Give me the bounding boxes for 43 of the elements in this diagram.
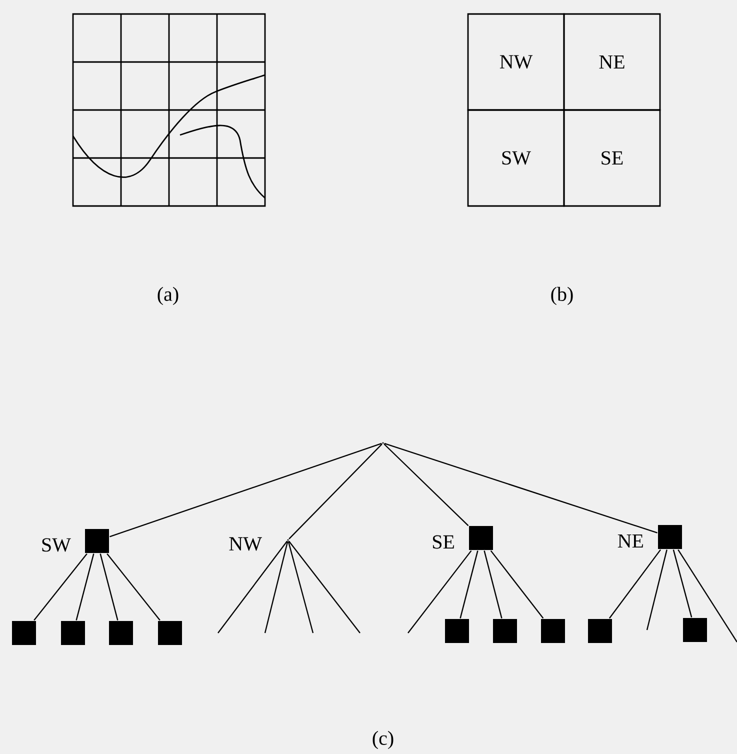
node-label: NE	[618, 534, 643, 548]
quadrant-box: SW	[467, 109, 565, 207]
tree-branch	[678, 549, 737, 642]
tree-node	[541, 619, 565, 643]
tree-branch	[408, 550, 472, 634]
tree-node	[493, 619, 517, 643]
tree-branch	[110, 442, 382, 538]
node-label: SE	[432, 535, 454, 549]
node-label: SW	[42, 538, 71, 552]
tree-branch	[288, 444, 382, 540]
tree-node	[588, 619, 612, 643]
tree-branch	[34, 553, 88, 621]
tree-branch	[484, 550, 502, 618]
tree-branch	[218, 540, 288, 634]
tree-branch	[672, 550, 692, 618]
tree-branch	[490, 550, 544, 619]
panel-caption: (a)	[158, 286, 178, 306]
tree-branch	[264, 541, 288, 634]
tree-node	[109, 621, 133, 645]
tree-branch	[384, 442, 658, 534]
tree-node	[158, 621, 182, 645]
tree-branch	[384, 444, 469, 526]
tree-node	[469, 526, 493, 550]
tree-branch	[288, 541, 314, 634]
tree-branch	[460, 550, 478, 618]
tree-node	[61, 621, 85, 645]
tree-node	[683, 618, 707, 642]
tree-branch	[646, 550, 668, 630]
tree-branch	[76, 554, 94, 620]
tree-branch	[608, 549, 662, 619]
quadrant-box: SE	[563, 109, 661, 207]
tree-node	[658, 525, 682, 549]
quadrant-box: NW	[467, 13, 565, 111]
tree-node	[85, 529, 109, 553]
panel-caption: (b)	[551, 286, 573, 306]
quadrant-box: NE	[563, 13, 661, 111]
tree-node	[12, 621, 36, 645]
node-label: NW	[229, 537, 262, 551]
tree-branch	[100, 554, 118, 620]
panel-caption: (c)	[372, 730, 394, 750]
tree-branch	[288, 540, 360, 634]
tree-branch	[106, 553, 160, 621]
tree-node	[445, 619, 469, 643]
